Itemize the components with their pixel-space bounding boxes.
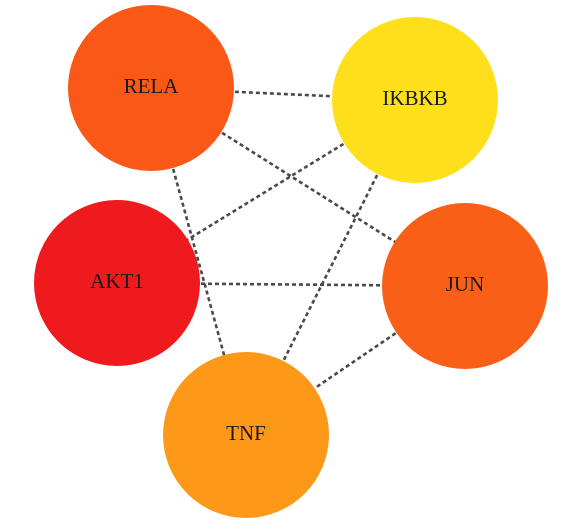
node-label-ikbkb: IKBKB: [382, 86, 447, 110]
node-circle-ikbkb: [332, 17, 498, 183]
node-circle-akt1: [34, 200, 200, 366]
node-label-jun: JUN: [446, 272, 485, 296]
node-circle-tnf: [163, 352, 329, 518]
node-circle-rela: [68, 5, 234, 171]
node-tnf: TNF: [163, 352, 329, 518]
node-label-akt1: AKT1: [90, 269, 144, 293]
node-akt1: AKT1: [34, 200, 200, 366]
node-label-rela: RELA: [124, 74, 180, 98]
node-jun: JUN: [382, 203, 548, 369]
node-ikbkb: IKBKB: [332, 17, 498, 183]
nodes-layer: RELA IKBKB AKT1 JUN TNF: [34, 5, 548, 518]
node-rela: RELA: [68, 5, 234, 171]
node-circle-jun: [382, 203, 548, 369]
node-label-tnf: TNF: [226, 421, 266, 445]
